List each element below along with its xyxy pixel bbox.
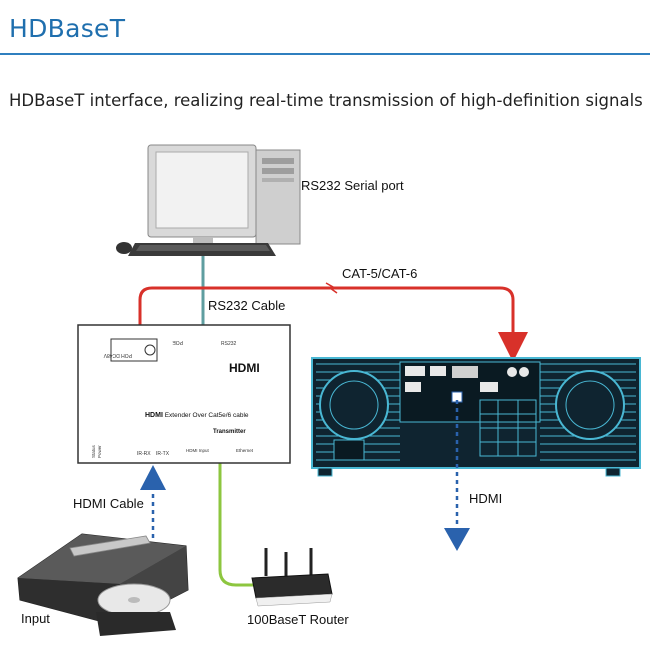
hdmi-cable-label: HDMI Cable (73, 496, 144, 511)
router-cable-line (218, 463, 257, 587)
dvd-player-icon (17, 533, 189, 636)
svg-text:POE: POE (172, 339, 183, 345)
hdbaset-transmitter: POH DC48V POE (77, 324, 291, 464)
ethernet-label: Ethernet (236, 448, 254, 453)
cable-break-icon (325, 282, 338, 294)
computer-icon (116, 144, 301, 256)
cat-cable-line (138, 286, 528, 362)
power-port-icon (144, 344, 156, 356)
page-subtitle: HDBaseT interface, realizing real-time t… (9, 91, 643, 110)
projector-icon (311, 357, 641, 477)
ir-rx-label: IR-RX (137, 451, 151, 457)
rs232-port-label: RS232 Serial port (301, 178, 404, 193)
router-icon (251, 548, 333, 607)
rs232-cable-label: RS232 Cable (208, 298, 286, 313)
hdmi-output-label: HDMI (469, 491, 503, 506)
power-label: Power (97, 445, 102, 458)
cat-cable-label: CAT-5/CAT-6 (342, 266, 418, 281)
title-divider (0, 53, 650, 55)
status-label: Status (91, 444, 96, 458)
transmitter-logo: HDMI (229, 361, 260, 375)
hdmi-input-label: HDMI Input (186, 448, 210, 453)
ir-tx-label: IR-TX (156, 451, 170, 457)
input-label: Input (21, 611, 50, 626)
svg-text:POH DC48V: POH DC48V (103, 352, 132, 358)
transmitter-description: HDMI Extender Over Cat5e/6 cable (145, 412, 249, 419)
transmitter-rs232-label: RS232 (221, 341, 237, 347)
router-label: 100BaseT Router (247, 612, 349, 627)
transmitter-mode-label: Transmitter (213, 429, 246, 435)
hdmi-input-arrow-icon (140, 465, 166, 490)
page-title: HDBaseT (9, 14, 126, 43)
hdmi-output-arrow-icon (444, 528, 470, 551)
